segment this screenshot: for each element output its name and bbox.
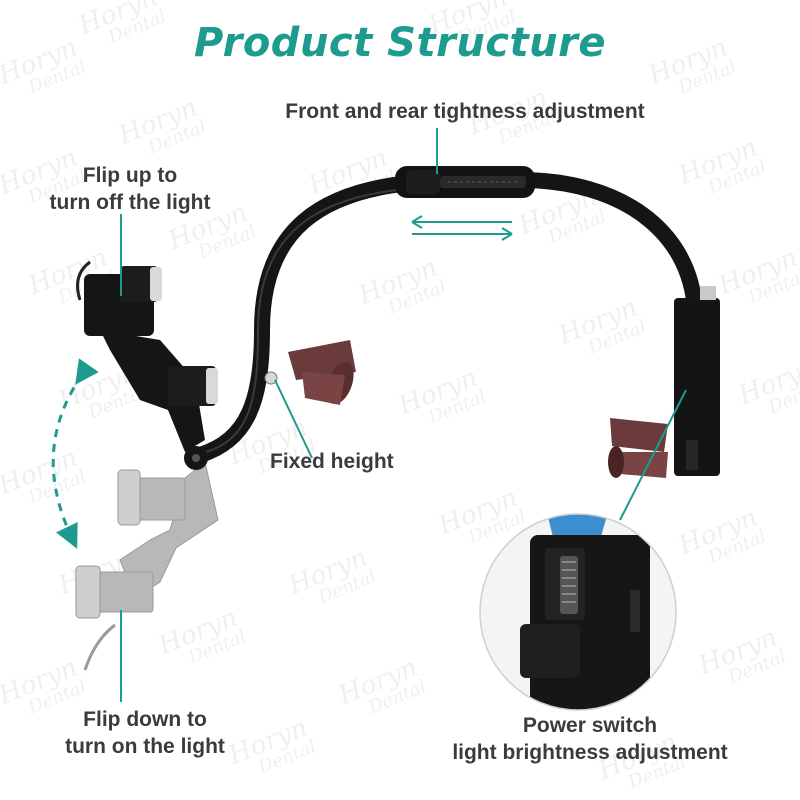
- headband-frame: [192, 171, 703, 463]
- fixed-height-label: Fixed height: [270, 448, 440, 475]
- label-line: Power switch: [522, 714, 658, 737]
- label-line: turn off the light: [49, 191, 211, 214]
- label-line: Fixed height: [270, 450, 394, 473]
- flip-dashed-arrow: [51, 358, 99, 549]
- right-side-housing: [608, 286, 720, 478]
- front-rear-adjustment-label: Front and rear tightness adjustment: [200, 98, 730, 125]
- leader-line-fixed-height: [274, 379, 313, 459]
- leader-line-power-switch: [619, 389, 687, 521]
- label-line: Flip down to: [83, 708, 207, 731]
- label-line: Flip up to: [82, 164, 178, 187]
- flip-up-label: Flip up to turn off the light: [30, 162, 230, 216]
- horizontal-adjust-arrow: [411, 215, 513, 241]
- headlight-lamp: [76, 260, 218, 470]
- power-switch-label: Power switch light brightness adjustment: [410, 712, 770, 766]
- ghost-light-assembly: [75, 461, 219, 671]
- label-line: light brightness adjustment: [452, 741, 728, 764]
- left-forehead-pads: [264, 340, 356, 405]
- flip-down-label: Flip down to turn on the light: [30, 706, 260, 760]
- tightness-adjuster: [395, 166, 535, 198]
- label-line: turn on the light: [65, 735, 225, 758]
- page-title: Product Structure: [194, 20, 606, 66]
- label-line: Front and rear tightness adjustment: [285, 100, 645, 123]
- power-switch-zoom: [479, 513, 677, 711]
